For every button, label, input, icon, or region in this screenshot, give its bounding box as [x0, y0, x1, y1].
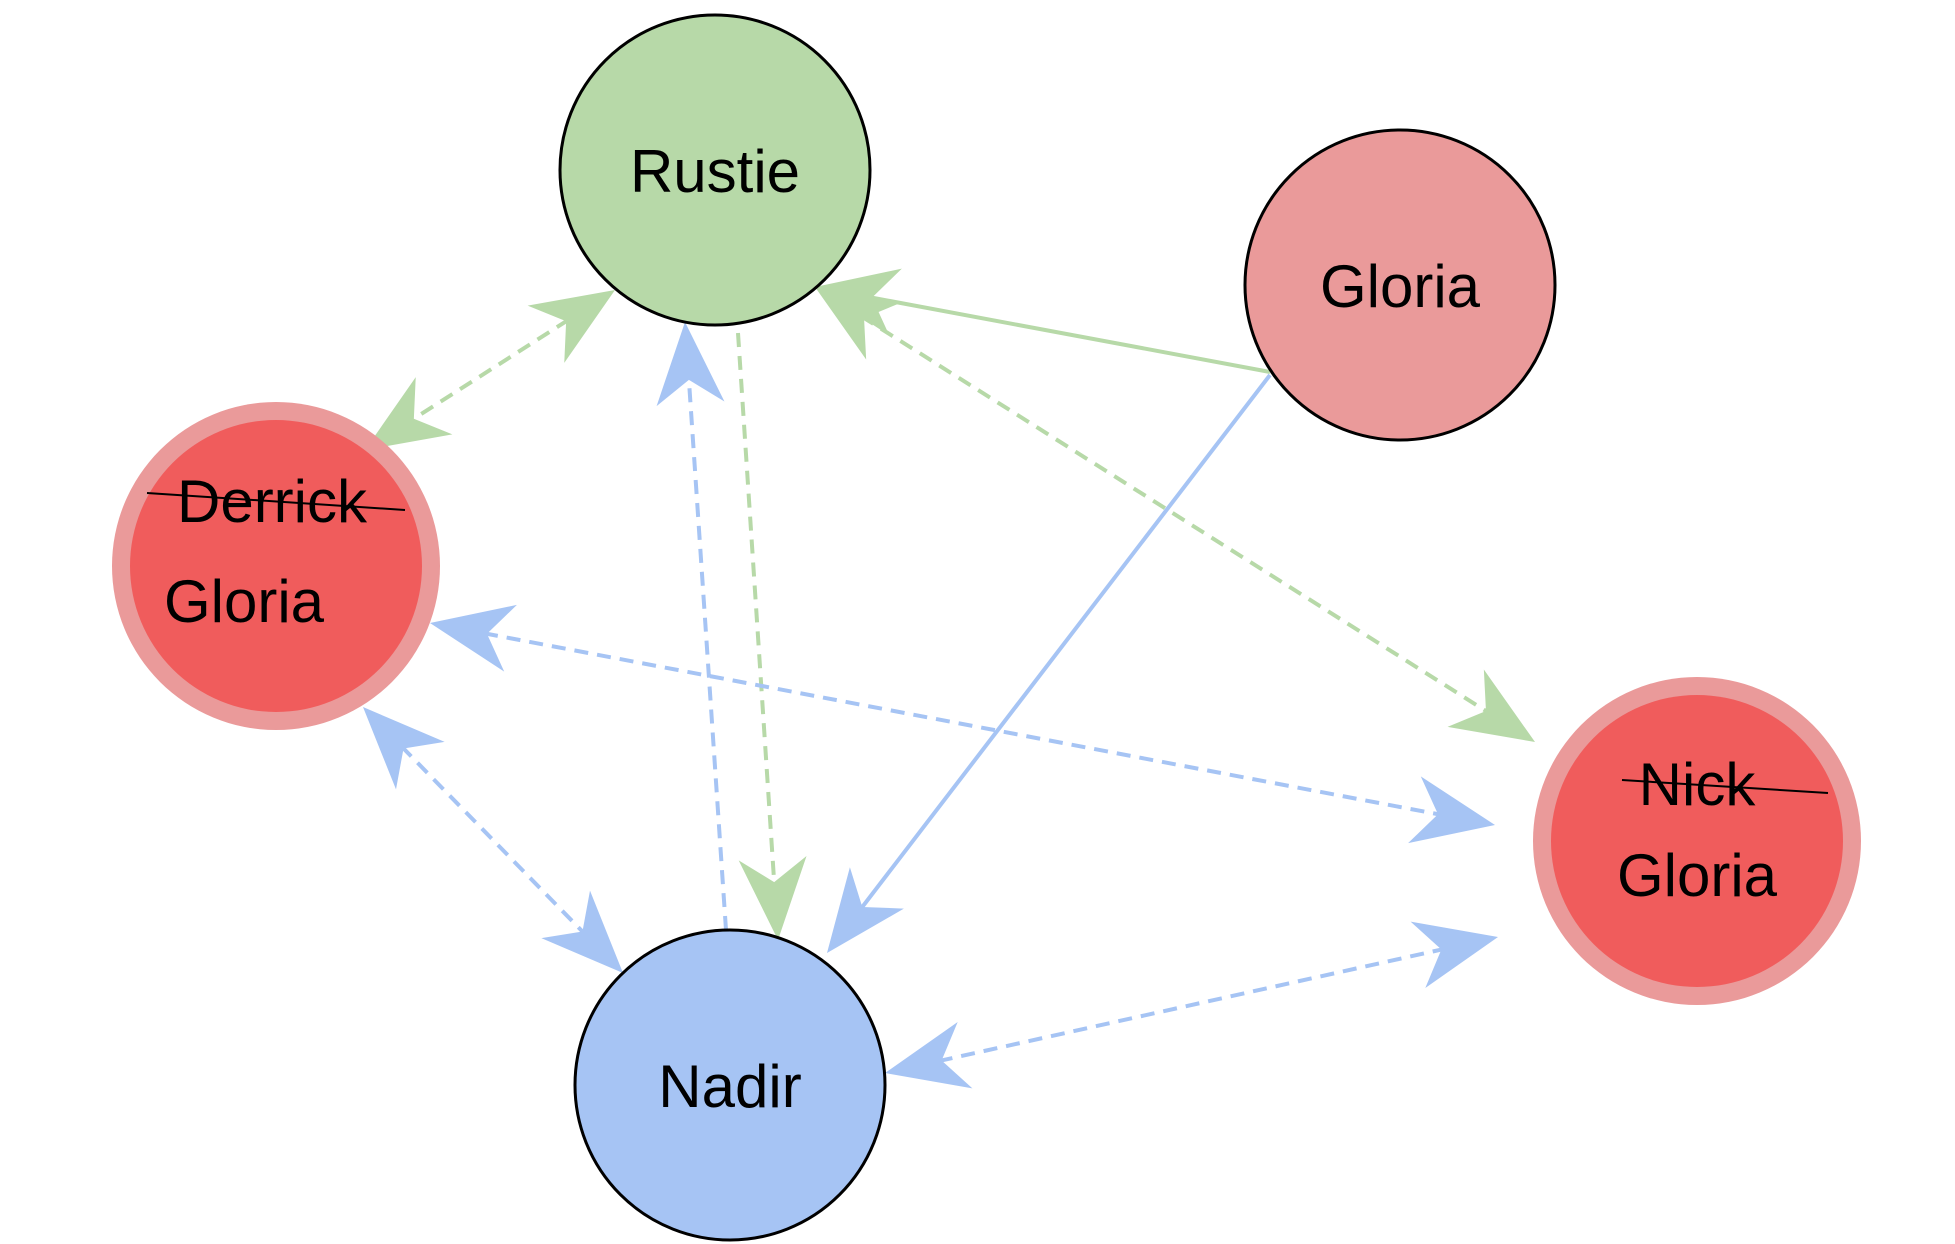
edge-derrick_gloria-nadir[interactable]: [363, 707, 623, 973]
edge-rustie-nick_gloria[interactable]: [815, 287, 1535, 742]
edge-arrowhead: [527, 290, 615, 363]
node-gloria-label: Gloria: [1320, 253, 1481, 320]
edge-nadir-rustie[interactable]: [656, 322, 728, 931]
edge-arrowhead: [541, 890, 623, 973]
node-gloria[interactable]: Gloria: [1243, 128, 1557, 442]
edge-line: [736, 332, 777, 886]
edge-rustie-derrick_gloria[interactable]: [365, 290, 615, 450]
edge-arrowhead: [1447, 669, 1535, 742]
node-nadir-circle: [573, 928, 887, 1242]
node-nadir-label: Nadir: [658, 1053, 801, 1120]
edge-line: [858, 373, 1272, 911]
edge-arrowhead: [363, 707, 445, 790]
node-derrick-gloria-circle: [130, 420, 422, 712]
node-derrick-gloria[interactable]: Derrick Gloria: [112, 402, 440, 730]
edge-line: [860, 314, 1490, 715]
strikethrough-line: [146, 492, 406, 511]
strikethrough-line: [1621, 779, 1829, 794]
edge-gloria-nadir[interactable]: [827, 373, 1272, 953]
edge-derrick_gloria-nick_gloria[interactable]: [430, 604, 1495, 844]
node-rustie[interactable]: Rustie: [558, 13, 872, 327]
edge-arrowhead: [815, 287, 903, 360]
node-nick-gloria-circle: [1551, 695, 1843, 987]
edge-nadir-nick_gloria[interactable]: [885, 921, 1498, 1089]
node-rustie-circle: [558, 13, 872, 327]
node-nadir[interactable]: Nadir: [573, 928, 887, 1242]
edge-gloria-rustie[interactable]: [815, 268, 1271, 374]
edge-line: [938, 946, 1445, 1064]
node-gloria-circle: [1243, 128, 1557, 442]
node-rustie-label: Rustie: [630, 138, 800, 205]
edge-arrowhead: [1410, 921, 1498, 988]
edge-arrowhead: [365, 377, 453, 450]
edge-arrowhead: [827, 867, 904, 953]
edge-rustie-nadir[interactable]: [736, 332, 807, 940]
node-nick-gloria-label: Gloria: [1617, 842, 1778, 909]
edge-line: [400, 744, 586, 936]
edge-arrowhead: [1408, 776, 1495, 844]
edge-arrowhead: [430, 604, 517, 672]
edge-arrowhead: [885, 1022, 973, 1089]
edge-arrowhead: [656, 322, 725, 407]
edge-arrowhead: [738, 855, 807, 940]
node-nick-gloria[interactable]: Nick Gloria: [1533, 677, 1861, 1005]
edge-line: [483, 631, 1442, 817]
node-derrick-gloria-label: Gloria: [164, 568, 325, 635]
edge-line: [410, 317, 570, 423]
edges-layer: [363, 268, 1535, 1089]
edge-line: [686, 376, 728, 931]
edge-line: [868, 295, 1271, 374]
